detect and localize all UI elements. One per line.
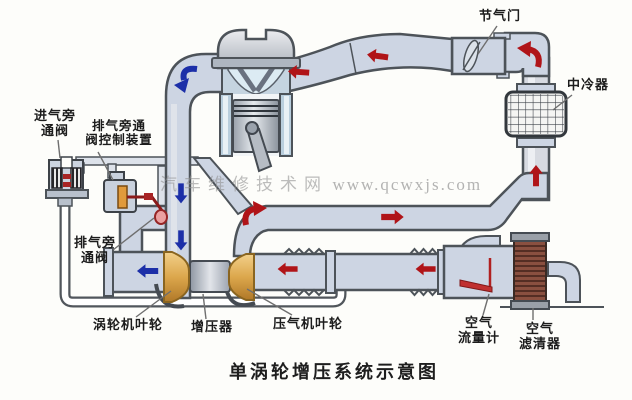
label-wastegate-actuator: 排气旁通 阀控制装置 xyxy=(85,119,153,148)
label-wastegate-valve: 排气旁 通阀 xyxy=(73,235,116,265)
label-air-filter: 空气 滤清器 xyxy=(518,321,561,351)
label-turbocharger: 增压器 xyxy=(190,319,233,334)
air-filter xyxy=(500,232,604,310)
maf-flap xyxy=(459,279,493,293)
intake-bypass-valve xyxy=(45,156,89,207)
diagram-title: 单涡轮增压系统示意图 xyxy=(229,362,439,382)
engine-cylinder xyxy=(211,28,301,173)
intake-flow-arrows xyxy=(242,41,543,276)
recirculation-pipe xyxy=(59,204,347,308)
turbine-outlet-pipe xyxy=(106,250,172,294)
turbo-center-housing xyxy=(189,260,231,293)
intake-snorkel xyxy=(547,261,581,303)
compressor-wheel xyxy=(228,253,255,301)
label-intake-bypass-valve: 进气旁 通阀 xyxy=(33,108,76,138)
wrist-pin xyxy=(245,121,259,135)
label-air-flow-meter: 空气 流量计 xyxy=(457,315,500,345)
turbocharger-assembly xyxy=(154,251,256,309)
label-turbine-wheel: 涡轮机叶轮 xyxy=(92,317,163,332)
intercooler xyxy=(504,90,568,138)
flow-arrows xyxy=(136,41,543,278)
label-throttle: 节气门 xyxy=(478,8,521,23)
label-intercooler: 中冷器 xyxy=(566,77,609,92)
actuator-diaphragm xyxy=(117,185,128,209)
wastegate-actuator xyxy=(103,171,168,225)
leader-lines xyxy=(57,25,573,320)
turbine-wheel xyxy=(163,251,190,303)
air-flow-meter xyxy=(442,235,518,300)
label-compressor-wheel: 压气机叶轮 xyxy=(272,316,343,331)
wastegate-valve xyxy=(154,209,168,225)
exhaust-flow-arrows xyxy=(136,65,198,278)
throttle-body xyxy=(450,32,511,79)
inlet-pipe xyxy=(248,252,448,292)
